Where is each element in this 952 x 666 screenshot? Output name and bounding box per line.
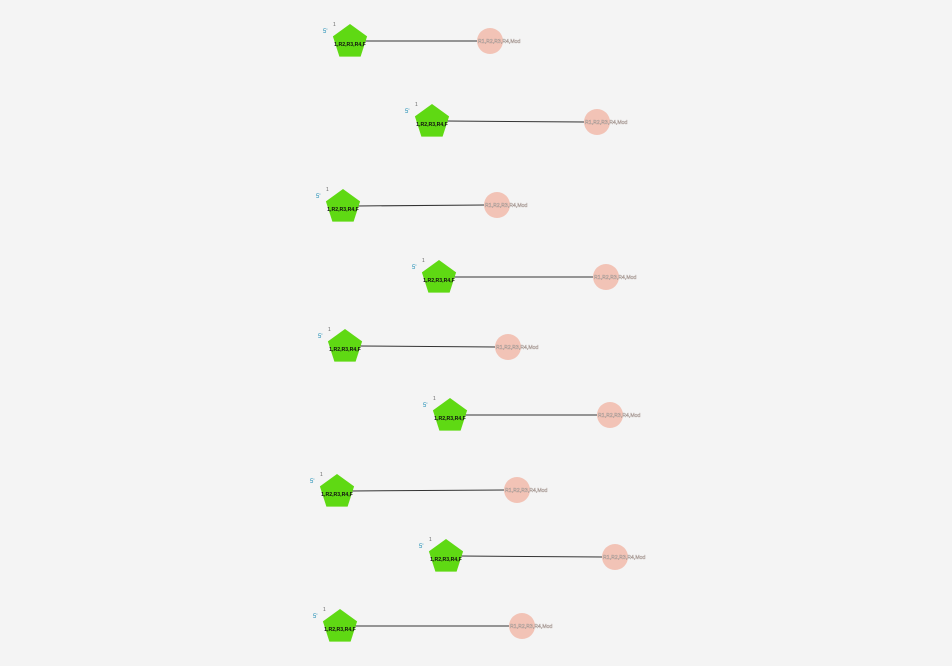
sugar-label: 1,R2,R3,R4,F — [423, 278, 455, 284]
molecule-1: 5' 1 1,R2,R3,R4,F R1,R2,R3,R4,Mod — [323, 22, 521, 57]
sugar-label: 1,R2,R3,R4,F — [324, 627, 356, 633]
link-line — [350, 489, 506, 492]
five-prime-label: 5' — [316, 194, 320, 200]
link-line — [356, 204, 486, 207]
molecule-2: 5' 1 1,R2,R3,R4,F R1,R2,R3,R4,Mod — [405, 102, 628, 137]
base-label: R1,R2,R3,R4,Mod — [510, 624, 552, 630]
sugar-label: 1,R2,R3,R4,F — [327, 207, 359, 213]
molecule-9: 5' 1 1,R2,R3,R4,F R1,R2,R3,R4,Mod — [313, 607, 553, 642]
five-prime-label: 5' — [405, 109, 409, 115]
base-circle[interactable] — [477, 28, 503, 54]
base-circle[interactable] — [495, 334, 521, 360]
sugar-pentagon[interactable] — [421, 260, 457, 293]
sugar-pentagon[interactable] — [428, 539, 464, 572]
sugar-pentagon[interactable] — [325, 189, 361, 222]
index-label: 1 — [326, 187, 329, 193]
link-line — [445, 120, 586, 123]
sugar-label: 1,R2,R3,R4,F — [430, 557, 462, 563]
five-prime-label: 5' — [313, 614, 317, 620]
index-label: 1 — [328, 327, 331, 333]
link-line — [459, 555, 604, 558]
base-circle[interactable] — [593, 264, 619, 290]
base-circle[interactable] — [584, 109, 610, 135]
index-label: 1 — [422, 258, 425, 264]
molecule-8: 5' 1 1,R2,R3,R4,F R1,R2,R3,R4,Mod — [419, 537, 646, 572]
index-label: 1 — [323, 607, 326, 613]
index-label: 1 — [320, 472, 323, 478]
index-label: 1 — [333, 22, 336, 28]
base-label: R1,R2,R3,R4,Mod — [603, 555, 645, 561]
sugar-pentagon[interactable] — [322, 609, 358, 642]
five-prime-label: 5' — [419, 544, 423, 550]
sugar-label: 1,R2,R3,R4,F — [334, 42, 366, 48]
sugar-pentagon[interactable] — [414, 104, 450, 137]
base-label: R1,R2,R3,R4,Mod — [585, 120, 627, 126]
molecule-5: 5' 1 1,R2,R3,R4,F R1,R2,R3,R4,Mod — [318, 327, 539, 362]
base-label: R1,R2,R3,R4,Mod — [485, 203, 527, 209]
base-label: R1,R2,R3,R4,Mod — [478, 39, 520, 45]
five-prime-label: 5' — [412, 265, 416, 271]
molecule-6: 5' 1 1,R2,R3,R4,F R1,R2,R3,R4,Mod — [423, 396, 641, 431]
molecule-3: 5' 1 1,R2,R3,R4,F R1,R2,R3,R4,Mod — [316, 187, 528, 222]
five-prime-label: 5' — [423, 403, 427, 409]
base-label: R1,R2,R3,R4,Mod — [496, 345, 538, 351]
sugar-pentagon[interactable] — [432, 398, 468, 431]
sugar-pentagon[interactable] — [332, 24, 368, 57]
base-circle[interactable] — [484, 192, 510, 218]
link-line — [358, 345, 497, 348]
base-circle[interactable] — [597, 402, 623, 428]
molecule-7: 5' 1 1,R2,R3,R4,F R1,R2,R3,R4,Mod — [310, 472, 548, 507]
index-label: 1 — [415, 102, 418, 108]
five-prime-label: 5' — [318, 334, 322, 340]
sugar-label: 1,R2,R3,R4,F — [434, 416, 466, 422]
sugar-pentagon[interactable] — [319, 474, 355, 507]
five-prime-label: 5' — [323, 29, 327, 35]
sugar-label: 1,R2,R3,R4,F — [321, 492, 353, 498]
base-circle[interactable] — [504, 477, 530, 503]
base-label: R1,R2,R3,R4,Mod — [594, 275, 636, 281]
five-prime-label: 5' — [310, 479, 314, 485]
sugar-label: 1,R2,R3,R4,F — [329, 347, 361, 353]
base-label: R1,R2,R3,R4,Mod — [598, 413, 640, 419]
sugar-label: 1,R2,R3,R4,F — [416, 122, 448, 128]
index-label: 1 — [433, 396, 436, 402]
molecule-4: 5' 1 1,R2,R3,R4,F R1,R2,R3,R4,Mod — [412, 258, 637, 293]
index-label: 1 — [429, 537, 432, 543]
base-circle[interactable] — [602, 544, 628, 570]
base-circle[interactable] — [509, 613, 535, 639]
base-label: R1,R2,R3,R4,Mod — [505, 488, 547, 494]
sugar-pentagon[interactable] — [327, 329, 363, 362]
